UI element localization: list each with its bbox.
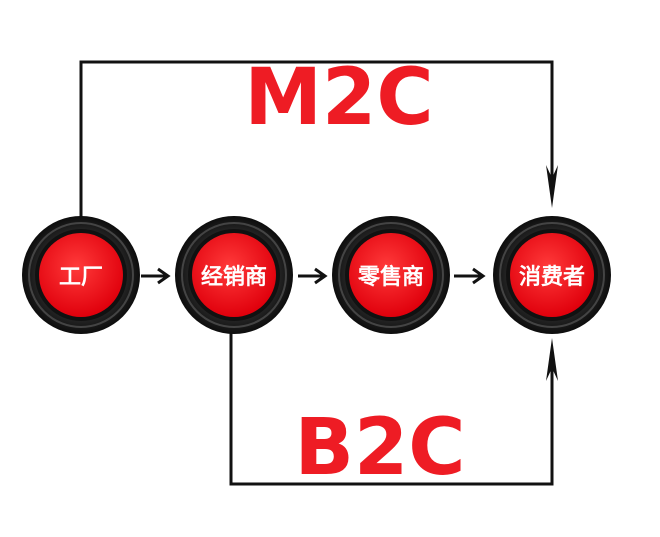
arrow-factory-distributor: [141, 267, 171, 285]
node-factory: 工厂: [22, 216, 140, 334]
b2c-label: B2C: [295, 403, 466, 493]
node-distributor: 经销商: [175, 216, 293, 334]
node-retailer-label: 零售商: [357, 264, 424, 290]
arrow-distributor-retailer: [298, 267, 328, 285]
node-consumer-label: 消费者: [519, 265, 585, 290]
b2c-route-line: [229, 332, 554, 486]
b2c-arrowhead-icon: [546, 338, 558, 381]
arrow-retailer-consumer: [454, 267, 486, 285]
node-factory-label: 工厂: [59, 265, 103, 290]
m2c-route-line: [79, 60, 554, 248]
node-consumer: 消费者: [493, 216, 611, 334]
m2c-label: M2C: [244, 53, 433, 143]
m2c-arrowhead-icon: [546, 165, 558, 208]
node-distributor-label: 经销商: [201, 264, 267, 290]
node-retailer: 零售商: [332, 216, 450, 334]
